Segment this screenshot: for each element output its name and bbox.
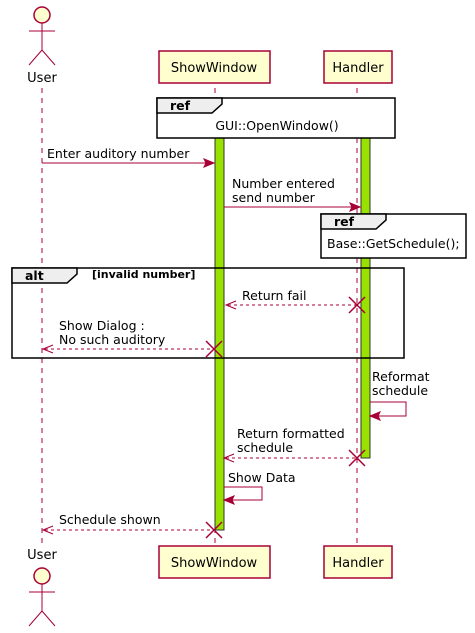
handler-activation: [360, 137, 371, 459]
arrow-head: [348, 202, 362, 212]
user-actor-icon: [33, 567, 51, 585]
msg-enter-auditory-number: Enter auditory number: [47, 146, 190, 161]
handler-label-bottom: Handler: [332, 556, 384, 571]
msg-return-formatted: Return formatted: [237, 426, 345, 441]
msg-no-such-auditory: No such auditory: [59, 332, 166, 347]
open-arrow-head: [222, 453, 235, 463]
user-label-top: User: [27, 71, 57, 86]
arrow-head: [368, 411, 382, 421]
msg-return-fail: Return fail: [242, 288, 306, 303]
arrow-head: [222, 495, 236, 505]
showwindow-label-top: ShowWindow: [171, 61, 258, 76]
ref-get-schedule: ref Base::GetSchedule();: [320, 213, 467, 259]
user-actor-bottom: User: [27, 548, 57, 627]
ref-open-window: ref GUI::OpenWindow(): [156, 97, 396, 139]
ref-open-window-tag: ref: [170, 98, 191, 113]
showwindow-destroy-marker-2: [205, 521, 223, 539]
alt-condition: [invalid number]: [92, 268, 195, 281]
msg-reformat-schedule: schedule: [372, 383, 428, 398]
ref-open-window-text: GUI::OpenWindow(): [215, 118, 338, 133]
showwindow-destroy-marker-1: [205, 340, 223, 358]
msg-show-dialog: Show Dialog :: [59, 318, 145, 333]
showwindow-activation: [214, 137, 225, 531]
user-label-bottom: User: [27, 548, 57, 563]
msg-return-formatted-schedule: schedule: [237, 440, 293, 455]
handler-label-top: Handler: [332, 61, 384, 76]
alt-tag: alt: [25, 268, 44, 283]
showwindow-label-bottom: ShowWindow: [171, 556, 258, 571]
open-arrow-head: [224, 300, 237, 310]
handler-participant-top: Handler: [323, 50, 393, 84]
open-arrow-head: [41, 525, 54, 535]
msg-reformat: Reformat: [372, 369, 430, 384]
user-actor-top: User: [27, 6, 57, 86]
handler-participant-bottom: Handler: [323, 545, 393, 579]
showwindow-participant-top: ShowWindow: [158, 50, 271, 84]
open-arrow-head: [41, 344, 54, 354]
handler-destroy-marker-1: [348, 296, 366, 314]
msg-number-entered: Number entered: [232, 176, 335, 191]
msg-send-number: send number: [232, 190, 316, 205]
ref-get-schedule-text: Base::GetSchedule();: [327, 236, 460, 251]
user-actor-icon: [33, 6, 51, 24]
msg-show-data: Show Data: [228, 470, 296, 485]
ref-get-schedule-tag: ref: [334, 214, 355, 229]
msg-schedule-shown: Schedule shown: [59, 512, 161, 527]
arrow-head: [202, 158, 216, 168]
showwindow-participant-bottom: ShowWindow: [158, 545, 271, 579]
alt-fragment: alt [invalid number]: [11, 267, 405, 359]
handler-destroy-marker-2: [348, 449, 366, 467]
